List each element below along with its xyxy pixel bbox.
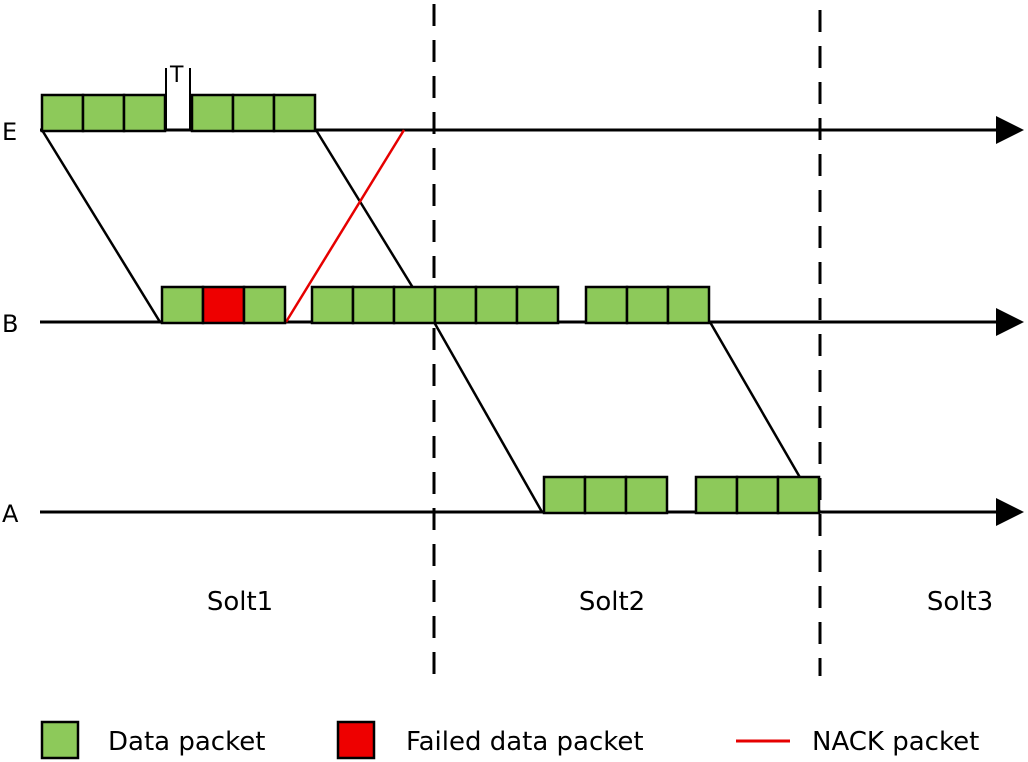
legend-nack-packet-label: NACK packet <box>812 727 979 757</box>
node-label-a: A <box>2 500 19 528</box>
timeline-b-arrowhead <box>996 308 1024 336</box>
packets-node-e <box>40 93 317 133</box>
node-label-b: B <box>2 310 18 338</box>
data-packet <box>624 475 669 515</box>
data-packet <box>584 285 629 325</box>
packets-node-a <box>542 475 821 515</box>
timeline-e-arrowhead <box>996 116 1024 144</box>
propagation-e-to-b-1 <box>40 129 162 323</box>
slot-label-2: Solt2 <box>579 587 645 617</box>
data-packet <box>310 285 355 325</box>
nack-line <box>284 129 406 323</box>
data-packet <box>122 93 167 133</box>
failed-data-packet <box>201 285 246 325</box>
node-label-e: E <box>2 118 17 146</box>
data-packet <box>40 93 85 133</box>
data-packet <box>351 285 396 325</box>
slot-label-3: Solt3 <box>927 587 993 617</box>
data-packet <box>242 285 287 325</box>
data-packet <box>160 285 205 325</box>
data-packet <box>583 475 628 515</box>
slot-label-1: Solt1 <box>207 587 273 617</box>
data-packet <box>392 285 437 325</box>
gap-label: T <box>169 63 184 88</box>
data-packet <box>735 475 780 515</box>
data-packet <box>272 93 317 133</box>
data-packet <box>694 475 739 515</box>
propagation-b-to-a-1 <box>432 321 544 513</box>
data-packet <box>515 285 560 325</box>
timeline-a-arrowhead <box>996 498 1024 526</box>
legend-data-packet-swatch <box>40 720 80 760</box>
data-packet <box>542 475 587 515</box>
data-packet <box>474 285 519 325</box>
data-packet <box>190 93 235 133</box>
data-packet <box>81 93 126 133</box>
data-packet <box>776 475 821 515</box>
data-packet <box>625 285 670 325</box>
legend-data-packet-label: Data packet <box>108 727 265 757</box>
legend-failed-packet-swatch <box>336 720 376 760</box>
data-packet <box>231 93 276 133</box>
data-packet <box>666 285 711 325</box>
legend-failed-packet-label: Failed data packet <box>406 727 644 757</box>
packets-node-b <box>160 285 711 325</box>
data-packet <box>433 285 478 325</box>
